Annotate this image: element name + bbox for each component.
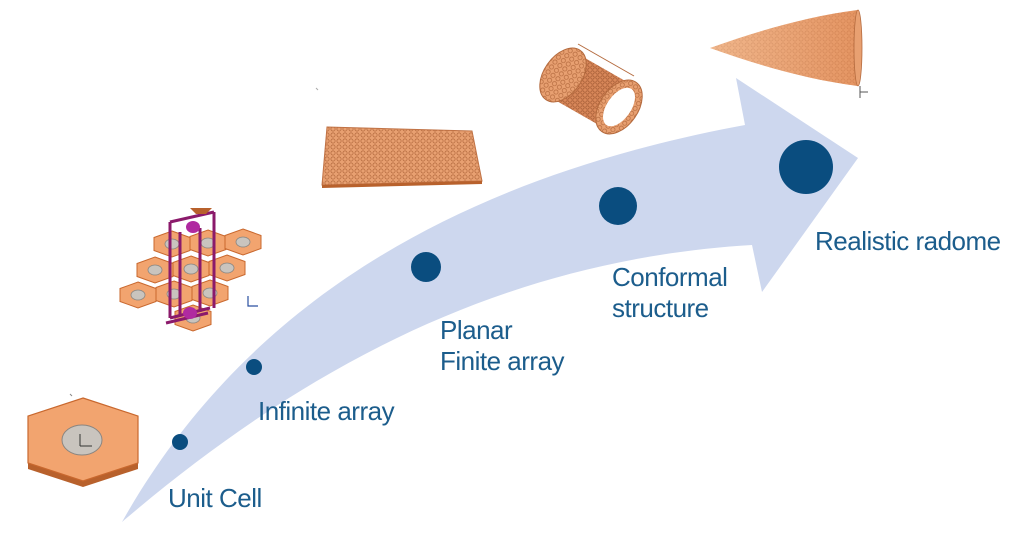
array-patch — [130, 289, 146, 301]
feed-port-icon — [186, 221, 200, 233]
array-patch — [219, 262, 235, 274]
stage-label-infinite-array: Infinite array — [258, 396, 395, 426]
stage-label-planar-finite-array: Planar Finite array — [440, 315, 565, 376]
array-patch — [183, 263, 199, 275]
periodic-frame-edge — [169, 210, 215, 224]
axis-triad-icon — [247, 296, 258, 307]
array-patch — [164, 238, 180, 250]
stage-label-conformal-structure: Conformal structure — [612, 262, 728, 323]
stage-dot-infinite-array — [246, 359, 262, 375]
hexagon-array-with-periodic-frame-icon — [119, 208, 262, 332]
stage-label-unit-cell: Unit Cell — [168, 483, 262, 513]
array-patch — [147, 264, 163, 276]
stage-label-realistic-radome: Realistic radome — [815, 226, 1001, 256]
stage-dot-realistic-radome — [779, 140, 833, 194]
stage-dot-unit-cell — [172, 434, 188, 450]
hexagonal-unit-cell-icon — [27, 393, 139, 487]
ogive-radome-icon — [710, 9, 868, 98]
stage-dot-planar-finite-array — [411, 252, 441, 282]
progression-arrow — [122, 78, 858, 522]
feed-port-icon — [183, 307, 197, 319]
stage-dot-conformal-structure — [599, 187, 637, 225]
planar-finite-array-icon — [315, 87, 483, 188]
cylindrical-array-icon — [539, 43, 643, 135]
port-marker-icon — [190, 208, 212, 214]
array-patch — [235, 236, 251, 248]
